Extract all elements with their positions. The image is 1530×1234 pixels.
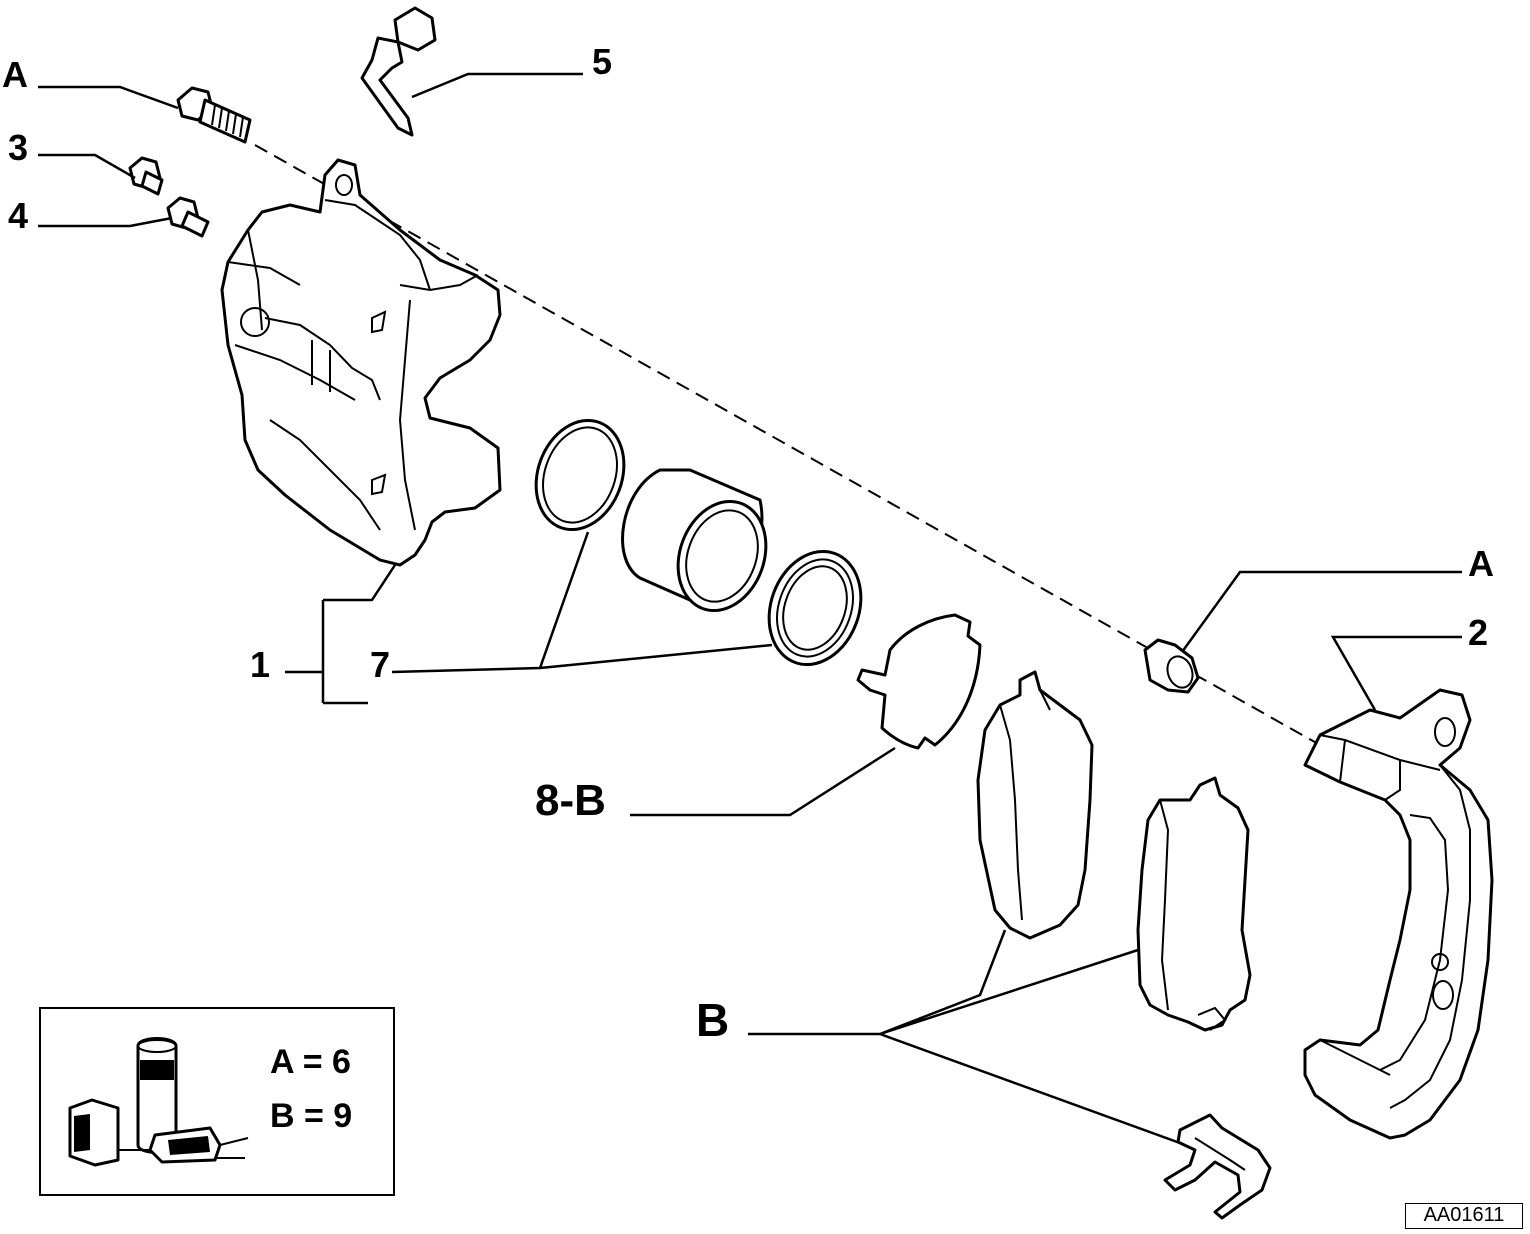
leader-7 xyxy=(391,531,773,674)
grease-tube-icon xyxy=(68,1037,249,1167)
leader-4 xyxy=(38,216,173,228)
label-5: 5 xyxy=(592,41,612,82)
leader-b xyxy=(748,929,1181,1145)
legend-a-value: A = 6 xyxy=(270,1043,351,1081)
part-7-dust-boot xyxy=(767,549,863,667)
reference-code: AA01611 xyxy=(1405,1203,1523,1229)
leader-3 xyxy=(38,153,136,180)
label-a-top: A xyxy=(2,54,28,95)
brake-pad-inner xyxy=(976,670,1094,940)
legend-b-value: B = 9 xyxy=(270,1097,352,1135)
leader-a-right xyxy=(1180,570,1462,653)
label-3: 3 xyxy=(8,127,28,168)
label-8b: 8-B xyxy=(535,776,606,825)
guide-bushing-a xyxy=(1143,638,1200,694)
label-1: 1 xyxy=(250,644,270,685)
brake-pad-outer xyxy=(1136,776,1252,1032)
part-4-bleeder-screw xyxy=(166,196,210,238)
label-a-right: A xyxy=(1468,543,1494,584)
label-7: 7 xyxy=(370,644,390,685)
part-5-sensor-bracket xyxy=(360,6,437,137)
bolt-a-top xyxy=(176,86,252,144)
label-4: 4 xyxy=(8,195,28,236)
part-2-caliper-carrier xyxy=(1303,688,1494,1140)
part-1-caliper-body xyxy=(220,158,502,567)
leader-5 xyxy=(411,72,583,99)
leader-8b xyxy=(630,746,896,817)
part-8b-shim xyxy=(856,613,982,750)
label-2: 2 xyxy=(1468,612,1488,653)
label-b: B xyxy=(696,994,729,1046)
piston xyxy=(621,468,768,613)
leader-2 xyxy=(1330,635,1462,711)
assembly-axis-line xyxy=(254,144,1321,746)
part-7-seal-ring xyxy=(534,418,626,532)
anti-rattle-clip xyxy=(1163,1113,1272,1220)
leader-a-top xyxy=(38,85,179,110)
torque-legend-box: A = 6 B = 9 xyxy=(39,1007,395,1196)
part-3-bleeder-cap xyxy=(128,156,164,196)
leader-1 xyxy=(285,564,397,705)
